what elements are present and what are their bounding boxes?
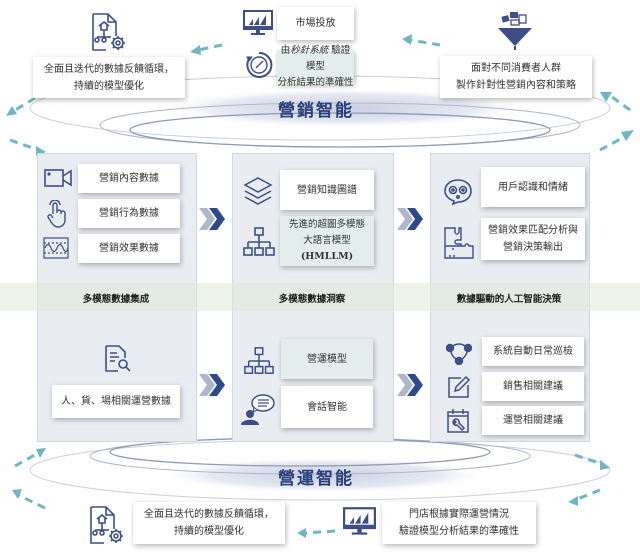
operations-model-card: 營運模型 — [281, 339, 373, 379]
column-label-integration: 多模態數據集成 — [82, 294, 150, 305]
stopwatch-icon — [245, 51, 273, 79]
auto-inspection-card: 系統自動日常巡檢 — [482, 337, 584, 366]
feedback-loop-line2: 持續的模型優化 — [74, 80, 144, 92]
arrow-bottom-left-up — [14, 450, 41, 468]
store-verify-line2: 驗證模型分析結果的準確性 — [399, 526, 519, 537]
conversation-intelligence-card: 會話智能 — [281, 386, 373, 428]
arrowhead — [6, 106, 17, 116]
hmllm-line2: 大語言模型 — [303, 235, 351, 246]
verify-line1: 由秒針系統 驗證模型 — [280, 45, 351, 72]
verify-accuracy-card: 由秒針系統 驗證模型 分析結果的準確性 — [277, 45, 354, 88]
effect-matching-line1: 營銷效果匹配分析與 — [488, 225, 578, 236]
arrowhead — [297, 528, 306, 538]
market-placement-card: 市場投放 — [277, 7, 354, 40]
chevron-right-icon — [199, 208, 227, 230]
arrow-top-center-left — [197, 43, 223, 52]
arrow-top-center-right — [409, 38, 441, 47]
sales-suggestions-card: 銷售相關建議 — [482, 372, 584, 401]
hmllm-card: 先進的超圖多模態 大語言模型 (HMLLM) — [280, 216, 374, 266]
column-label-band — [0, 283, 640, 311]
document-search-icon — [104, 344, 132, 374]
chevron-right-icon — [199, 374, 227, 396]
arrow-mid-right — [599, 133, 629, 152]
arrow-bottom-center — [304, 529, 336, 535]
effect-matching-line2: 營銷決策輸出 — [503, 242, 563, 253]
user-emotion-card: 用戶認識和情緒 — [481, 167, 585, 207]
effect-matching-card: 營銷效果匹配分析與 營銷決策輸出 — [481, 218, 585, 260]
arrow-top-right-up — [611, 95, 631, 112]
marketing-ring-inner — [129, 112, 551, 148]
arrowhead — [190, 45, 201, 55]
marketing-content-data-card: 營銷內容數據 — [78, 164, 180, 193]
arrow-bottom-right-down — [574, 453, 606, 467]
arrowhead — [621, 130, 634, 141]
arrowhead — [402, 34, 412, 45]
monitor-chart-icon — [243, 10, 273, 37]
hmllm-line3: (HMLLM) — [300, 251, 354, 262]
feedback-loop-card-bottom: 全面且迭代的數據反饋循環， 持續的模型優化 — [133, 502, 285, 544]
waveform-monitor-icon — [43, 237, 69, 259]
layers-icon — [243, 176, 273, 208]
arrow-bottom-left-down — [17, 493, 46, 510]
people-goods-place-data-card: 人、貨、場相關運營數據 — [52, 385, 180, 418]
store-verification-card: 門店根據實際運營情況 驗證模型分析結果的準確性 — [382, 502, 536, 544]
arrow-top-left-down — [11, 96, 36, 114]
operations-title: 營運智能 — [278, 469, 354, 489]
feedback-bottom-line1: 全面且迭代的數據反饋循環， — [144, 509, 274, 520]
funnel-media-icon — [498, 10, 532, 52]
hierarchy-icon-ops — [243, 346, 275, 376]
emotion-face-icon — [443, 178, 473, 206]
chevron-right-icon — [397, 208, 425, 230]
marketing-title: 營銷智能 — [278, 101, 354, 121]
arrow-bottom-right-up — [574, 488, 601, 502]
puzzle-icon — [443, 226, 475, 260]
network-nodes-icon — [446, 341, 472, 365]
targeted-line2: 製作針對性營銷內容和策略 — [456, 80, 576, 91]
column-label-decision: 數據驅動的人工智能決策 — [456, 294, 562, 305]
feedback-loop-line1: 全面且迭代的數據反饋循環， — [44, 63, 174, 75]
operations-suggestions-card: 運營相關建議 — [482, 406, 584, 435]
arrowhead — [12, 489, 22, 499]
feedback-loop-card-top: 全面且迭代的數據反饋循環， 持續的模型優化 — [33, 57, 185, 98]
tap-hand-icon — [46, 200, 68, 228]
document-gear-icon — [90, 12, 130, 54]
verify-line2: 分析結果的準確性 — [277, 77, 354, 88]
arrowhead — [600, 460, 610, 470]
hmllm-line1: 先進的超圖多模態 — [288, 219, 365, 230]
knowledge-graph-card: 營銷知識圖譜 — [280, 170, 374, 210]
conversation-user-icon — [240, 393, 276, 425]
monitor-chart-icon — [343, 507, 376, 537]
marketing-glow — [160, 88, 530, 128]
store-verify-line1: 門店根據實際運營情況 — [409, 509, 509, 520]
arrowhead — [600, 92, 612, 102]
edit-pencil-icon — [447, 375, 471, 399]
video-camera-icon — [44, 168, 72, 188]
arrow-mid-left — [9, 138, 39, 152]
arrowhead — [568, 496, 578, 506]
document-gear-icon — [88, 505, 128, 547]
arrowhead — [36, 448, 46, 458]
chevron-right-icon — [397, 374, 425, 396]
column-label-insight: 多模態數據洞察 — [278, 294, 346, 305]
feedback-bottom-line2: 持續的模型優化 — [174, 526, 244, 537]
hierarchy-icon — [243, 226, 275, 258]
marketing-effect-data-card: 營銷效果數據 — [78, 234, 180, 263]
calendar-wrench-icon — [446, 408, 470, 434]
targeted-line1: 面對不同消費者人群 — [471, 63, 561, 74]
marketing-behavior-data-card: 營銷行為數據 — [78, 199, 180, 228]
targeted-strategy-card: 面對不同消費者人群 製作針對性營銷內容和策略 — [440, 56, 592, 98]
